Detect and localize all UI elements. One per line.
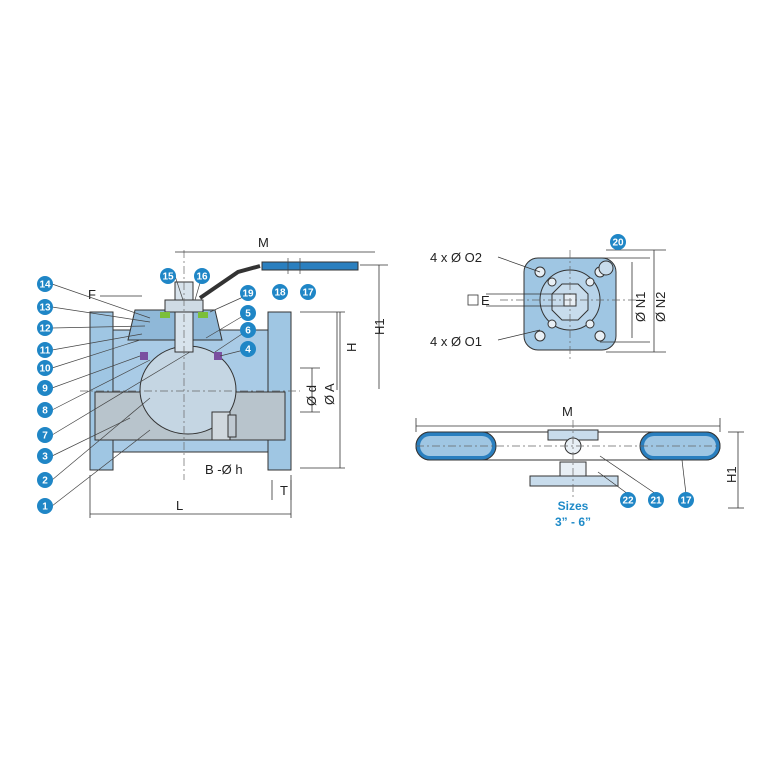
dim-n1: Ø N1 — [633, 292, 648, 322]
callout-9: 9 — [37, 380, 53, 396]
svg-text:9: 9 — [42, 384, 48, 395]
hole-o1-4 — [585, 319, 595, 329]
dim-h1-bottom: H1 — [724, 466, 739, 483]
svg-text:17: 17 — [302, 288, 314, 299]
dim-o1: 4 x Ø O1 — [430, 334, 482, 349]
iso-pad-view — [486, 249, 666, 360]
callouts-left: 1 2 3 4 5 6 7 8 9 10 11 12 13 14 15 16 1… — [37, 268, 316, 514]
svg-text:5: 5 — [245, 309, 251, 320]
svg-text:21: 21 — [650, 496, 662, 507]
callout-7: 7 — [37, 427, 53, 443]
svg-text:14: 14 — [39, 280, 51, 291]
callout-22: 22 — [620, 492, 636, 508]
dim-m-bottom: M — [562, 404, 573, 419]
svg-text:15: 15 — [162, 272, 174, 283]
sizes-range: 3” - 6” — [555, 515, 591, 529]
svg-text:8: 8 — [42, 406, 48, 417]
svg-text:6: 6 — [245, 326, 251, 337]
svg-text:12: 12 — [39, 324, 51, 335]
left-dimensions — [89, 251, 388, 518]
callout-18: 18 — [272, 284, 288, 300]
callout-8: 8 — [37, 402, 53, 418]
handle-lever — [198, 264, 261, 300]
svg-text:10: 10 — [39, 364, 51, 375]
svg-text:18: 18 — [274, 288, 286, 299]
callout-11: 11 — [37, 342, 53, 358]
callout-16: 16 — [194, 268, 210, 284]
callout-6: 6 — [240, 322, 256, 338]
callout-21: 21 — [648, 492, 664, 508]
svg-text:1: 1 — [42, 502, 48, 513]
callout-20: 20 — [610, 234, 626, 250]
svg-text:11: 11 — [40, 346, 51, 357]
callout-3: 3 — [37, 448, 53, 464]
dim-n2: Ø N2 — [653, 292, 668, 322]
sizes-label: Sizes — [558, 499, 589, 513]
callout-2: 2 — [37, 472, 53, 488]
handle-top-view — [415, 418, 744, 509]
dim-f: F — [88, 287, 96, 302]
callout-17-bottom: 17 — [678, 492, 694, 508]
hole-o2-3 — [534, 330, 546, 342]
seal-green — [160, 312, 170, 318]
dim-l: L — [176, 498, 183, 513]
svg-text:7: 7 — [42, 431, 48, 442]
callout-1: 1 — [37, 498, 53, 514]
svg-text:13: 13 — [39, 303, 51, 314]
bolt-right — [211, 411, 231, 441]
seal-purple — [140, 352, 148, 360]
hole-o1-2 — [585, 277, 595, 287]
svg-text:3: 3 — [42, 452, 48, 463]
svg-text:16: 16 — [196, 272, 208, 283]
callout-17-top: 17 — [300, 284, 316, 300]
callout-5: 5 — [240, 305, 256, 321]
bolt-nut — [227, 414, 237, 438]
seal-purple-2 — [214, 352, 222, 360]
handle-lock — [529, 475, 619, 487]
e-box — [467, 294, 479, 306]
hole-o1-3 — [547, 319, 557, 329]
svg-text:19: 19 — [242, 289, 254, 300]
seal-green-2 — [198, 312, 208, 318]
callout-4: 4 — [240, 341, 256, 357]
callout-12: 12 — [37, 320, 53, 336]
dim-h: H — [344, 343, 359, 352]
callout-leaders — [51, 258, 301, 507]
dim-h1: H1 — [372, 318, 387, 335]
svg-text:17: 17 — [680, 496, 692, 507]
svg-text:22: 22 — [622, 496, 634, 507]
callout-19: 19 — [240, 285, 256, 301]
svg-text:20: 20 — [612, 238, 624, 249]
svg-text:2: 2 — [42, 476, 48, 487]
handle-hub — [547, 429, 599, 441]
dim-bolt: B -Ø h — [205, 462, 243, 477]
dim-o2: 4 x Ø O2 — [430, 250, 482, 265]
valve-section-view — [80, 250, 359, 480]
dim-a: Ø A — [322, 383, 337, 405]
stop-pin — [598, 260, 614, 276]
handle-grip — [261, 261, 359, 271]
dim-m-top: M — [258, 235, 269, 250]
callout-14: 14 — [37, 276, 53, 292]
callout-15: 15 — [160, 268, 176, 284]
dim-t: T — [280, 483, 288, 498]
callout-13: 13 — [37, 299, 53, 315]
hole-o1-1 — [547, 277, 557, 287]
dim-e: E — [481, 293, 490, 308]
hole-o2-4 — [594, 330, 606, 342]
callout-10: 10 — [37, 360, 53, 376]
svg-text:4: 4 — [245, 345, 251, 356]
dim-d: Ø d — [304, 385, 319, 406]
